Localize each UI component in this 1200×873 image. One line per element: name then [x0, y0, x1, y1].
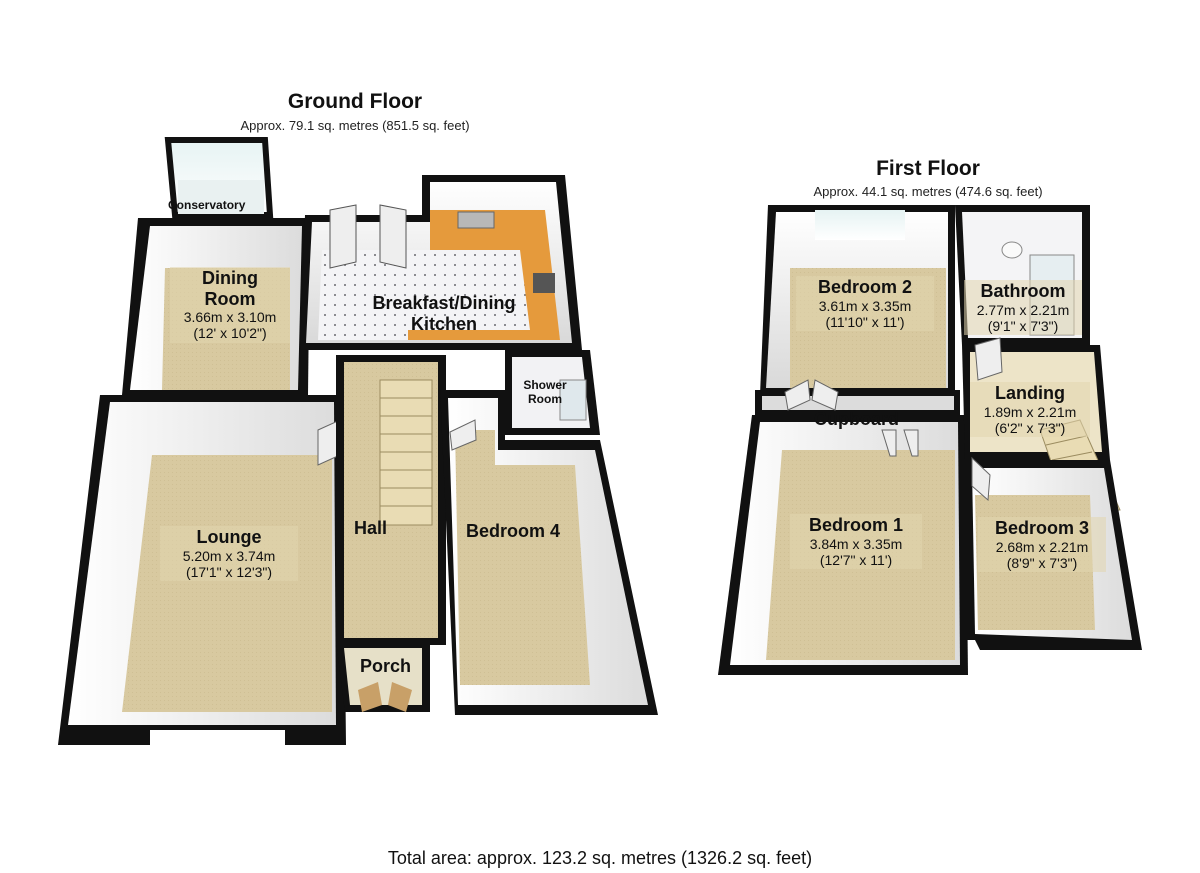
porch-label: Porch — [356, 655, 415, 678]
bedroom-2-name: Bedroom 2 — [817, 277, 913, 297]
kitchen — [300, 175, 582, 350]
lounge-metric: 5.20m x 3.74m — [182, 547, 276, 564]
conservatory — [164, 137, 274, 218]
conservatory-name: Conservatory — [168, 198, 246, 212]
bedroom-1-label: Bedroom 1 3.84m x 3.35m (12'7" x 11') — [790, 514, 922, 569]
dining-room-name: Dining Room — [202, 268, 258, 309]
kitchen-name: Breakfast/Dining Kitchen — [372, 293, 516, 334]
bedroom-1-imperial: (12'7" x 11') — [819, 551, 893, 568]
landing-metric: 1.89m x 2.21m — [983, 403, 1077, 420]
bedroom-3-imperial: (8'9" x 7'3") — [1006, 554, 1078, 571]
bathroom-metric: 2.77m x 2.21m — [976, 301, 1070, 318]
bathroom-label: Bathroom 2.77m x 2.21m (9'1" x 7'3") — [964, 280, 1082, 335]
bedroom-4-name: Bedroom 4 — [466, 521, 561, 541]
bedroom-1-name: Bedroom 1 — [808, 515, 904, 535]
bedroom-1-metric: 3.84m x 3.35m — [809, 535, 903, 552]
conservatory-label: Conservatory — [164, 198, 249, 214]
hall-name: Hall — [354, 518, 388, 538]
kitchen-label: Breakfast/Dining Kitchen — [350, 292, 538, 335]
bedroom-4 — [440, 390, 658, 715]
hall — [336, 355, 446, 645]
first-floor-area: Approx. 44.1 sq. metres (474.6 sq. feet) — [813, 184, 1043, 199]
cupboard-label: Cupboard — [810, 408, 903, 431]
hall-staircase — [379, 379, 433, 526]
lounge-label: Lounge 5.20m x 3.74m (17'1" x 12'3") — [160, 526, 298, 581]
shower-room — [505, 350, 600, 435]
bedroom-2-imperial: (11'10" x 11') — [825, 313, 905, 330]
hall-label: Hall — [350, 517, 391, 540]
bedroom-4-label: Bedroom 4 — [462, 520, 564, 543]
shower-room-label: Shower Room — [510, 378, 580, 408]
total-area: Total area: approx. 123.2 sq. metres (13… — [387, 848, 813, 868]
bedroom-3-label: Bedroom 3 2.68m x 2.21m (8'9" x 7'3") — [978, 517, 1106, 572]
dining-room-label: Dining Room 3.66m x 3.10m (12' x 10'2") — [170, 267, 290, 343]
lounge-imperial: (17'1" x 12'3") — [185, 563, 273, 580]
porch — [336, 640, 430, 712]
dining-room-metric: 3.66m x 3.10m — [183, 309, 277, 326]
bedroom-3-name: Bedroom 3 — [994, 518, 1090, 538]
dining-room-imperial: (12' x 10'2") — [193, 325, 267, 342]
bedroom-2-metric: 3.61m x 3.35m — [818, 297, 912, 314]
ground-floor-title: Ground Floor — [287, 90, 423, 113]
cupboard-name: Cupboard — [814, 409, 899, 429]
first-floor-title: First Floor — [876, 157, 980, 180]
lounge-name: Lounge — [196, 527, 262, 547]
ground-floor-plan — [58, 137, 658, 745]
landing-imperial: (6'2" x 7'3") — [994, 419, 1066, 436]
cupboard — [755, 379, 960, 415]
bedroom-2-label: Bedroom 2 3.61m x 3.35m (11'10" x 11') — [796, 276, 934, 331]
porch-name: Porch — [360, 656, 412, 676]
ground-floor-area: Approx. 79.1 sq. metres (851.5 sq. feet) — [240, 118, 470, 133]
bathroom-name: Bathroom — [980, 281, 1066, 301]
landing-label: Landing 1.89m x 2.21m (6'2" x 7'3") — [970, 382, 1090, 437]
landing-name: Landing — [995, 383, 1065, 403]
bedroom-3-metric: 2.68m x 2.21m — [995, 538, 1089, 555]
bathroom-imperial: (9'1" x 7'3") — [987, 317, 1059, 334]
shower-room-name: Shower Room — [523, 378, 567, 406]
